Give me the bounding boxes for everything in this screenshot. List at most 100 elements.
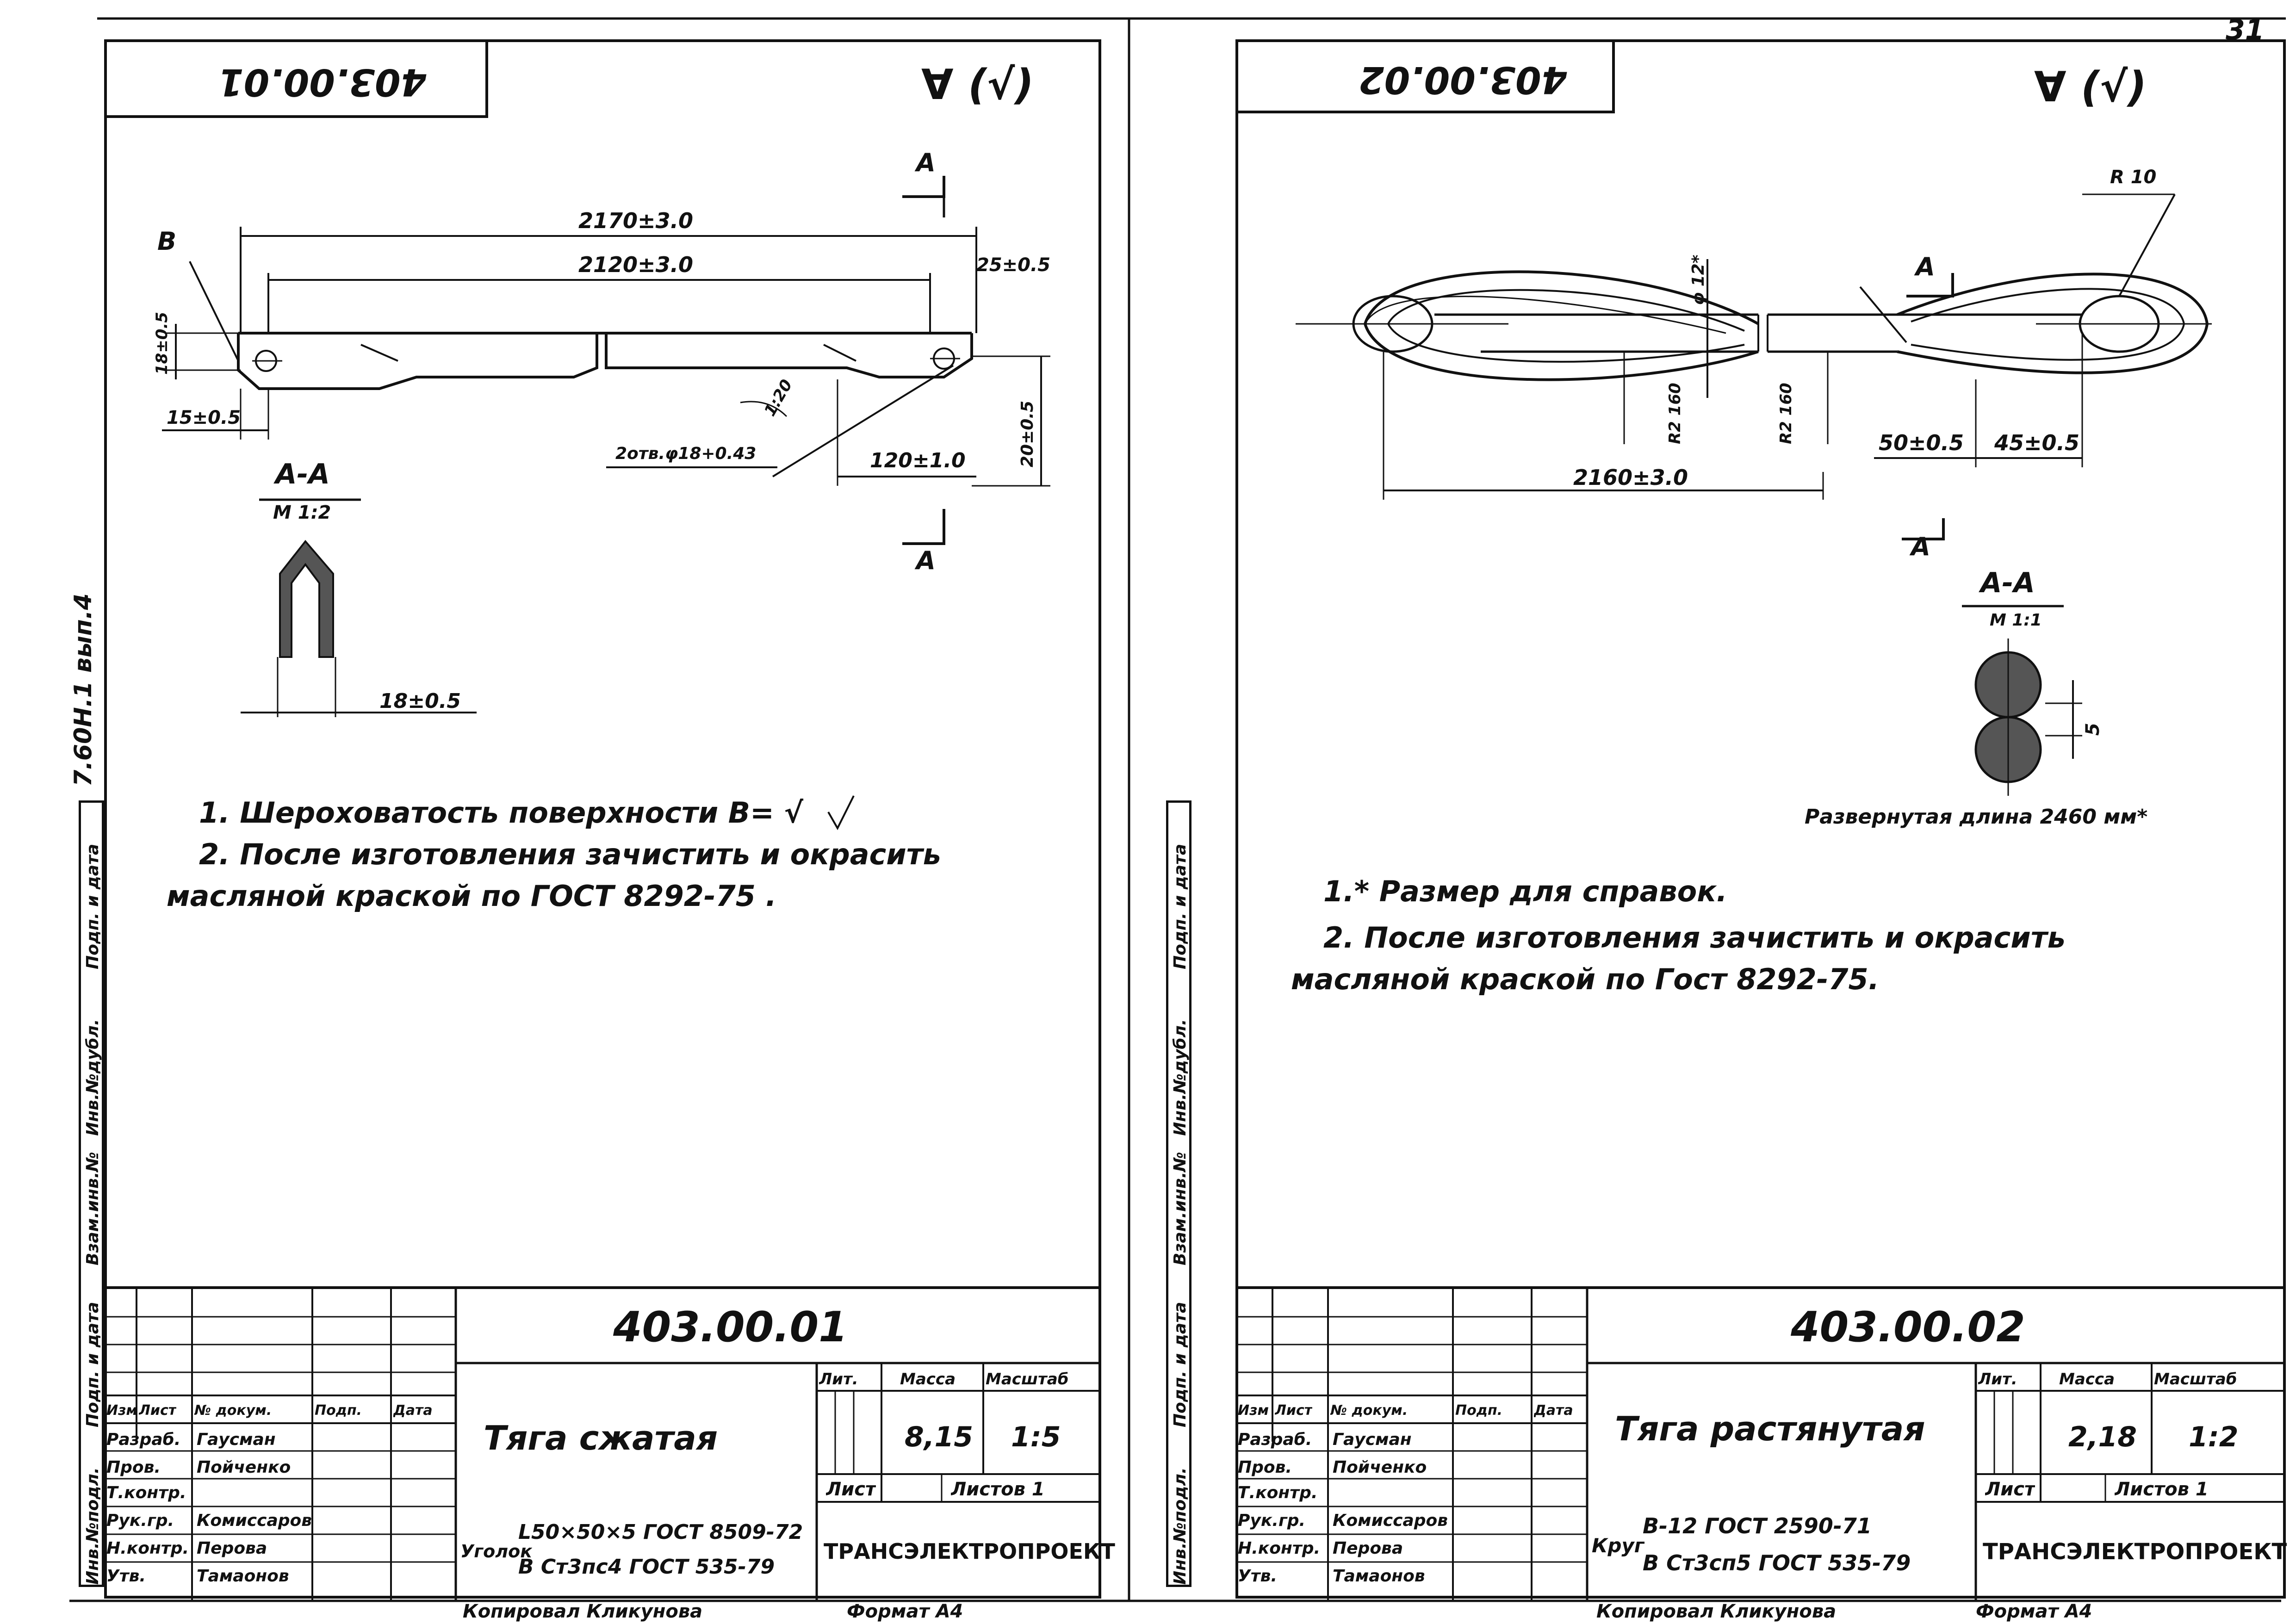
left-dim-end-offset: 25±0.5: [976, 254, 1051, 276]
left-stamp-material-bottom: В Ст3пс4 ГОСТ 535-79: [518, 1555, 775, 1579]
right-copied: Копировал Кликунова: [1596, 1601, 1837, 1622]
left-stamp-role-4: Рук.гр.: [106, 1511, 174, 1530]
left-rotated-number: 403.00.01: [218, 61, 427, 104]
right-dim-overall: 2160±3.0: [1573, 465, 1688, 490]
left-stamp-material-top: L50×50×5 ГОСТ 8509-72: [518, 1520, 803, 1544]
left-rotated-number-box: 403.00.01: [104, 39, 488, 118]
left-stamp-mass-label: Масса: [900, 1370, 956, 1388]
left-section-mark-top: А: [916, 148, 936, 177]
right-section-dim: 5: [2082, 723, 2104, 736]
right-stamp-hdr-doc: № докум.: [1330, 1402, 1408, 1419]
left-note-2: 2. После изготовления зачистить и окраси…: [199, 837, 941, 871]
right-section-mark-bottom: А: [1911, 532, 1930, 561]
left-stamp-hdr-izm: Изм: [106, 1402, 138, 1419]
right-dim-radius-top: R 10: [2110, 167, 2157, 188]
left-margin-strip: Инв.№подл. Подп. и дата Взам.инв.№ Инв.№…: [79, 800, 104, 1587]
right-margin-strip: Инв.№подл. Подп. и дата Взам.инв.№ Инв.№…: [1166, 800, 1191, 1587]
left-stamp-role-5: Н.контр.: [106, 1539, 189, 1558]
right-stamp-hdr-list: Лист: [1275, 1402, 1313, 1419]
right-stamp-hdr-izm: Изм: [1238, 1402, 1269, 1419]
left-stamp-hdr-date: Дата: [393, 1402, 433, 1419]
left-stamp-title: Тяга сжатая: [484, 1419, 718, 1457]
left-stamp-name-1: Гаусман: [197, 1430, 276, 1449]
left-dim-height: 18±0.5: [153, 311, 171, 375]
right-stamp-name-4: Комиссаров: [1333, 1511, 1448, 1530]
right-section-mark-top: А: [1916, 252, 1935, 281]
right-note-2: 2. После изготовления зачистить и окраси…: [1323, 921, 2066, 955]
left-section-width: 18±0.5: [379, 689, 461, 713]
left-stamp-name-5: Перова: [197, 1539, 267, 1558]
right-stamp-role-4: Рук.гр.: [1238, 1511, 1306, 1530]
left-section-scale: М 1:2: [273, 502, 331, 523]
right-dim-r-right: R2 160: [1777, 383, 1795, 444]
right-stamp-org: ТРАНСЭЛЕКТРОПРОЕКТ: [1983, 1539, 2287, 1565]
right-rotated-number: 403.00.02: [1359, 58, 1567, 101]
left-note-1: 1. Шероховатость поверхности В= √: [199, 796, 803, 830]
right-stamp-role-3: Т.контр.: [1238, 1483, 1318, 1502]
left-dim-hole: 2отв.φ18+0.43: [615, 444, 757, 463]
right-margin-cell-4: Инв.№дубл.: [1171, 1019, 1190, 1136]
left-stamp-material-prefix: Уголок: [460, 1541, 532, 1562]
left-stamp-lit-label: Лит.: [819, 1370, 858, 1388]
right-stamp-material-prefix: Круг: [1592, 1534, 1644, 1557]
left-stamp-doc-number: 403.00.01: [613, 1303, 848, 1351]
left-stamp-name-2: Пойченко: [197, 1458, 291, 1477]
left-note-3: масляной краской по ГОСТ 8292-75 .: [167, 879, 777, 913]
right-stamp-name-2: Пойченко: [1333, 1458, 1427, 1477]
right-margin-cell-3: Взам.инв.№: [1171, 1152, 1190, 1265]
left-margin-cell-2: Подп. и дата: [83, 1302, 102, 1427]
right-dim-seg1: 50±0.5: [1879, 430, 1964, 455]
right-sheet: 403.00.02 ∀ (√): [1235, 39, 2286, 1599]
left-stamp-sheet-label: Лист: [826, 1479, 876, 1500]
right-stamp-title: Тяга растянутая: [1615, 1409, 1925, 1448]
left-stamp-hdr-sign: Подп.: [315, 1402, 362, 1419]
left-stamp-role-6: Утв.: [106, 1567, 146, 1586]
right-stamp-name-6: Тамаонов: [1333, 1567, 1425, 1586]
right-stamp-mass-label: Масса: [2059, 1370, 2115, 1388]
right-stamp-hdr-date: Дата: [1534, 1402, 1573, 1419]
right-dim-r-left: R2 160: [1666, 383, 1684, 444]
right-stamp-role-6: Утв.: [1238, 1567, 1278, 1586]
right-stamp-sheets-label: Листов 1: [2115, 1479, 2209, 1500]
left-dim-bottom: 15±0.5: [167, 407, 241, 428]
left-label-b: В: [157, 227, 177, 256]
left-stamp-grid: [104, 1289, 1101, 1601]
right-stamp-doc-number: 403.00.02: [1791, 1303, 2025, 1351]
right-stamp-lit-label: Лит.: [1978, 1370, 2017, 1388]
left-margin-cell-5: Подп. и дата: [83, 843, 102, 969]
right-margin-cell-2: Подп. и дата: [1171, 1302, 1190, 1427]
left-stamp-scale-label: Масштаб: [986, 1370, 1069, 1388]
right-section-title: А-А: [1980, 567, 2035, 599]
left-sheet: 403.00.01 ∀ (√): [104, 39, 1101, 1599]
left-stamp-scale: 1:5: [1011, 1421, 1061, 1453]
right-stamp-sheet-label: Лист: [1985, 1479, 2035, 1500]
right-roughness-mark: ∀ (√): [2034, 63, 2147, 112]
left-dim-right-height: 20±0.5: [1018, 400, 1037, 467]
right-dim-diameter: φ 12*: [1689, 254, 1708, 305]
left-title-block: 403.00.01 Изм Лист № докум. Подп. Дата Р…: [104, 1286, 1115, 1601]
left-margin-cell-3: Взам.инв.№: [83, 1152, 102, 1265]
side-label: 7.60Н.1 вып.4: [69, 593, 97, 787]
right-stamp-scale: 1:2: [2189, 1421, 2239, 1453]
right-note-3: масляной краской по Гост 8292-75.: [1291, 962, 1880, 996]
right-note-1: 1.* Размер для справок.: [1323, 874, 1727, 908]
left-stamp-hdr-list: Лист: [139, 1402, 177, 1419]
right-margin-cell-1: Инв.№подл.: [1171, 1467, 1190, 1585]
right-title-block: 403.00.02 Изм Лист № докум. Подп. Дата Р…: [1235, 1286, 2287, 1601]
left-section-mark-bottom: А: [916, 546, 936, 575]
right-stamp-role-2: Пров.: [1238, 1458, 1292, 1477]
right-stamp-role-1: Разраб.: [1238, 1430, 1312, 1449]
left-stamp-hdr-doc: № докум.: [194, 1402, 272, 1419]
right-stamp-scale-label: Масштаб: [2154, 1370, 2237, 1388]
left-roughness-mark: ∀ (√): [921, 61, 1034, 109]
left-format: Формат А4: [847, 1601, 963, 1622]
right-developed-length: Развернутая длина 2460 мм*: [1805, 805, 2148, 829]
right-section-scale: М 1:1: [1990, 611, 2042, 630]
left-stamp-mass: 8,15: [905, 1421, 974, 1453]
right-stamp-role-5: Н.контр.: [1238, 1539, 1321, 1558]
left-dim-overall: 2170±3.0: [578, 208, 694, 233]
left-section-title: А-А: [275, 458, 330, 490]
right-rotated-number-box: 403.00.02: [1235, 39, 1615, 113]
right-margin-cell-5: Подп. и дата: [1171, 843, 1190, 969]
